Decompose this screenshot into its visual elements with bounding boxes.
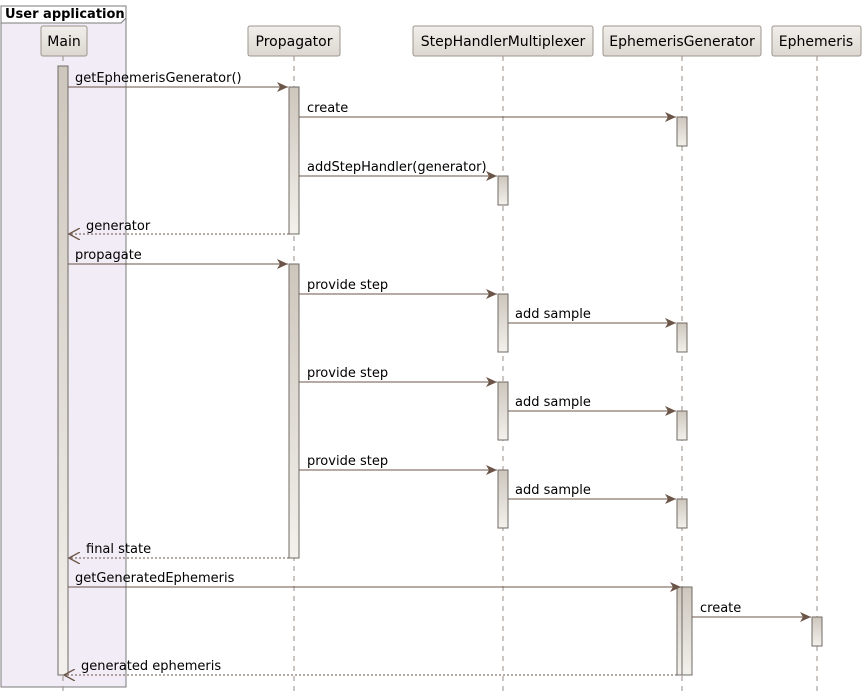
activation-generator — [676, 116, 688, 147]
activation-propagator — [288, 263, 300, 559]
message: getEphemerisGenerator() — [68, 71, 288, 92]
lifelines — [62, 56, 818, 692]
participant-label: Propagator — [256, 34, 333, 50]
activation-generator — [676, 498, 688, 529]
message-label: final state — [86, 542, 151, 557]
activation-multiplexer — [497, 175, 509, 206]
participant-label: Ephemeris — [779, 34, 853, 50]
message-label: generated ephemeris — [81, 659, 221, 674]
message-label: addStepHandler(generator) — [307, 160, 487, 175]
message-label: create — [700, 601, 741, 616]
message-label: getGeneratedEphemeris — [75, 571, 235, 586]
message: create — [299, 101, 676, 122]
message: propagate — [68, 248, 288, 269]
message-label: propagate — [75, 248, 142, 263]
participant-box — [602, 25, 762, 57]
message: provide step — [299, 454, 497, 475]
activation-ephemeris — [811, 616, 823, 647]
participant-box — [247, 25, 341, 57]
participant-ephemeris: Ephemeris — [771, 25, 862, 57]
activation-generator — [676, 322, 688, 353]
message: addStepHandler(generator) — [299, 160, 497, 181]
message-label: provide step — [307, 278, 388, 293]
participant-box — [40, 25, 88, 57]
participant-multiplexer: StepHandlerMultiplexer — [412, 25, 594, 57]
activation-multiplexer — [497, 469, 509, 529]
message-label: add sample — [515, 483, 591, 498]
return-message: final state — [69, 542, 289, 558]
message-label: provide step — [307, 454, 388, 469]
message: provide step — [299, 278, 497, 299]
participant-propagator: Propagator — [247, 25, 341, 57]
activation-multiplexer — [497, 381, 509, 441]
participant-generator: EphemerisGenerator — [602, 25, 762, 57]
messages: getEphemerisGenerator() create addStepHa… — [64, 71, 811, 675]
message: add sample — [508, 483, 676, 504]
message-label: getEphemerisGenerator() — [75, 71, 242, 86]
message: getGeneratedEphemeris — [68, 571, 681, 592]
participant-label: EphemerisGenerator — [609, 34, 755, 50]
group-label-tab — [0, 5, 127, 24]
message: add sample — [508, 395, 676, 416]
participant-label: StepHandlerMultiplexer — [421, 34, 586, 50]
participant-box — [412, 25, 594, 57]
message-label: add sample — [515, 307, 591, 322]
message-label: add sample — [515, 395, 591, 410]
activation-main — [57, 65, 69, 676]
message: create — [692, 601, 811, 622]
participant-main: Main — [40, 25, 88, 57]
return-message: generator — [69, 219, 289, 234]
message: provide step — [299, 366, 497, 387]
message-label: provide step — [307, 366, 388, 381]
participant-label: Main — [47, 34, 80, 50]
activation-multiplexer — [497, 293, 509, 353]
activation-generator — [676, 410, 688, 441]
activation-generator-nested — [681, 586, 693, 676]
message-label: generator — [86, 219, 151, 234]
activation-propagator — [288, 86, 300, 235]
participant-box — [771, 25, 862, 57]
group-label: User application — [5, 7, 125, 22]
return-message: generated ephemeris — [64, 659, 677, 675]
message: add sample — [508, 307, 676, 328]
message-label: create — [307, 101, 348, 116]
activation-bars — [57, 65, 823, 676]
